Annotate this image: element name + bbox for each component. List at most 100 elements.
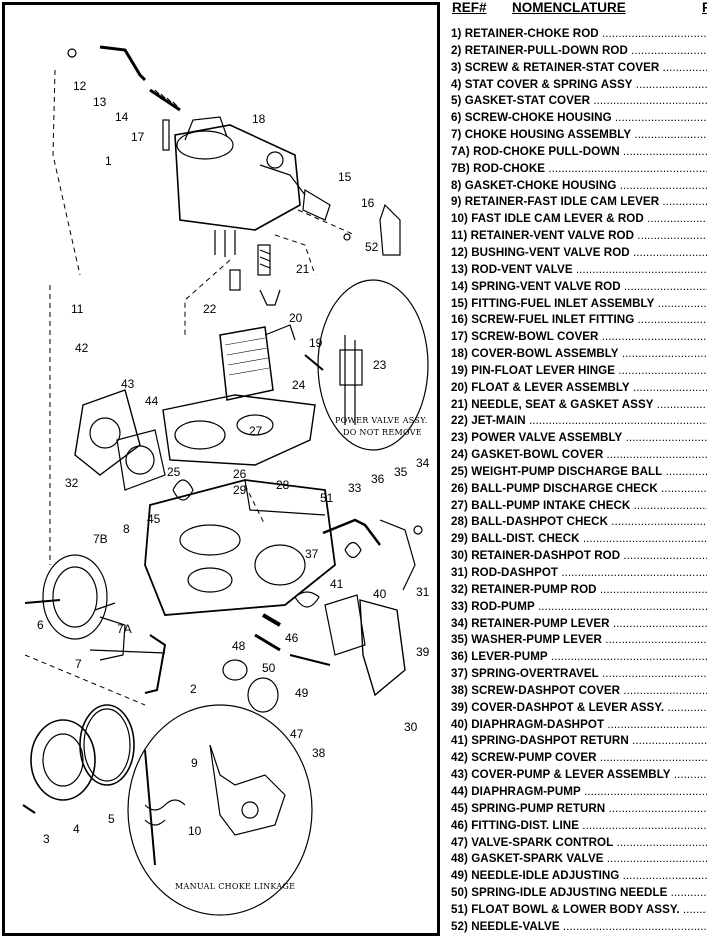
dot-leader: ........................................… — [608, 801, 707, 815]
callout-27: 27 — [249, 424, 263, 438]
dot-leader: ........................................… — [538, 599, 707, 613]
part-row: 46) FITTING-DIST. LINE .................… — [451, 818, 707, 835]
callout-30: 30 — [404, 720, 418, 734]
part-ref: 27) — [451, 498, 468, 512]
part-row: 16) SCREW-FUEL INLET FITTING ...........… — [451, 312, 707, 329]
part-name: POWER VALVE ASSEMBLY — [471, 431, 623, 445]
part-name: SCREW & RETAINER-STAT COVER — [464, 60, 660, 74]
dot-leader: ........................................… — [562, 919, 707, 933]
part-ref: 14) — [451, 279, 468, 293]
dot-leader: ........................................… — [635, 77, 707, 91]
fuel-inlet-drawing — [302, 188, 401, 256]
ref-column-header: REF# — [452, 0, 487, 15]
part-ref: 24) — [451, 448, 468, 462]
carburetor-exploded-diagram: 12345677A7B89101112131415161718192021222… — [22, 45, 430, 916]
part-ref: 10) — [451, 212, 468, 226]
part-ref: 36) — [451, 650, 468, 664]
callout-6: 6 — [37, 618, 44, 632]
callout-50: 50 — [262, 661, 276, 675]
dot-leader: ........................................… — [673, 768, 707, 782]
part-ref: 26) — [451, 481, 468, 495]
dot-leader: ........................................… — [625, 431, 707, 445]
part-name: ROD-PUMP — [471, 599, 535, 613]
callout-49: 49 — [295, 686, 309, 700]
part-name: COVER-BOWL ASSEMBLY — [471, 347, 619, 361]
part-name: SCREW-BOWL COVER — [471, 330, 599, 344]
part-ref: 7A) — [451, 144, 470, 158]
part-ref: 37) — [451, 667, 468, 681]
part-name: WASHER-PUMP LEVER — [471, 633, 602, 647]
part-row: 21) NEEDLE, SEAT & GASKET ASSY .........… — [451, 397, 707, 414]
part-ref: 2) — [451, 43, 462, 57]
callout-17: 17 — [131, 130, 145, 144]
part-name: BUSHING-VENT VALVE ROD — [471, 245, 630, 259]
part-row: 6) SCREW-CHOKE HOUSING .................… — [451, 110, 707, 127]
part-name: SPRING-DASHPOT RETURN — [471, 734, 629, 748]
dot-leader: ........................................… — [619, 178, 707, 192]
part-ref: 20) — [451, 380, 468, 394]
part-ref: 4) — [451, 77, 462, 91]
part-name: ROD-CHOKE — [473, 161, 546, 175]
part-ref: 11) — [451, 229, 468, 243]
pump-lever-drawing — [322, 518, 423, 591]
dot-leader: ........................................… — [623, 683, 707, 697]
power-valve-note-line1: POWER VALVE ASSY. — [335, 416, 428, 425]
part-row: 27) BALL-PUMP INTAKE CHECK .............… — [451, 498, 707, 515]
part-ref: 5) — [451, 94, 462, 108]
parts-list: 1) RETAINER-CHOKE ROD ..................… — [451, 26, 707, 936]
part-row: 15) FITTING-FUEL INLET ASSEMBLY ........… — [451, 296, 707, 313]
part-ref: 7) — [451, 128, 462, 142]
part-name: COVER-DASHPOT & LEVER ASSY. — [471, 700, 665, 714]
part-name: RETAINER-CHOKE ROD — [464, 27, 599, 40]
dot-leader: ........................................… — [637, 229, 707, 243]
callout-33: 33 — [348, 481, 362, 495]
dot-leader: ........................................… — [606, 448, 707, 462]
part-name: SCREW-FUEL INLET FITTING — [471, 313, 635, 327]
part-row: 17) SCREW-BOWL COVER ...................… — [451, 329, 707, 346]
part-name: ROD-DASHPOT — [471, 566, 559, 579]
dot-leader: ........................................… — [606, 852, 707, 866]
callout-2: 2 — [190, 682, 197, 696]
part-ref: 31) — [451, 566, 468, 579]
part-ref: 16) — [451, 313, 468, 327]
callout-3: 3 — [43, 832, 50, 846]
part-row: 50) SPRING-IDLE ADJUSTING NEEDLE .......… — [451, 885, 707, 902]
part-row: 24) GASKET-BOWL COVER ..................… — [451, 447, 707, 464]
callout-7b: 7B — [93, 532, 108, 546]
callout-21: 21 — [296, 262, 310, 276]
callout-28: 28 — [276, 478, 290, 492]
part-ref: 43) — [451, 768, 468, 782]
callout-25: 25 — [167, 465, 181, 479]
callout-11: 11 — [71, 302, 84, 316]
part-row: 40) DIAPHRAGM-DASHPOT ..................… — [451, 717, 707, 734]
callout-26: 26 — [233, 467, 247, 481]
part-row: 30) RETAINER-DASHPOT ROD ...............… — [451, 548, 707, 565]
dot-leader: ........................................… — [632, 245, 707, 259]
part-row: 29) BALL-DIST. CHECK ...................… — [451, 531, 707, 548]
part-row: 9) RETAINER-FAST IDLE CAM LEVER ........… — [451, 194, 707, 211]
dot-leader: ........................................… — [647, 212, 707, 226]
callout-8: 8 — [123, 522, 130, 536]
callout-46: 46 — [285, 631, 299, 645]
vent-valve-rod-drawing — [67, 45, 181, 112]
dot-leader: ........................................… — [657, 296, 707, 310]
callout-23: 23 — [373, 358, 387, 372]
dot-leader: ........................................… — [575, 262, 707, 276]
part-row: 48) GASKET-SPARK VALVE .................… — [451, 851, 707, 868]
part-ref: 39) — [451, 700, 468, 714]
part-name: GASKET-BOWL COVER — [471, 448, 604, 462]
part-row: 38) SCREW-DASHPOT COVER ................… — [451, 683, 707, 700]
part-ref: 52) — [451, 919, 468, 933]
callout-35: 35 — [394, 465, 408, 479]
dot-leader: ........................................… — [601, 27, 707, 40]
part-name: DIAPHRAGM-DASHPOT — [471, 717, 605, 731]
part-ref: 18) — [451, 347, 468, 361]
part-row: 47) VALVE-SPARK CONTROL ................… — [451, 835, 707, 852]
callout-13: 13 — [93, 95, 107, 109]
part-row: 11) RETAINER-VENT VALVE ROD ............… — [451, 228, 707, 245]
part-row: 10) FAST IDLE CAM LEVER & ROD ..........… — [451, 211, 707, 228]
dot-leader: ........................................… — [665, 464, 707, 478]
part-name: SPRING-VENT VALVE ROD — [471, 279, 621, 293]
callout-41: 41 — [330, 577, 344, 591]
